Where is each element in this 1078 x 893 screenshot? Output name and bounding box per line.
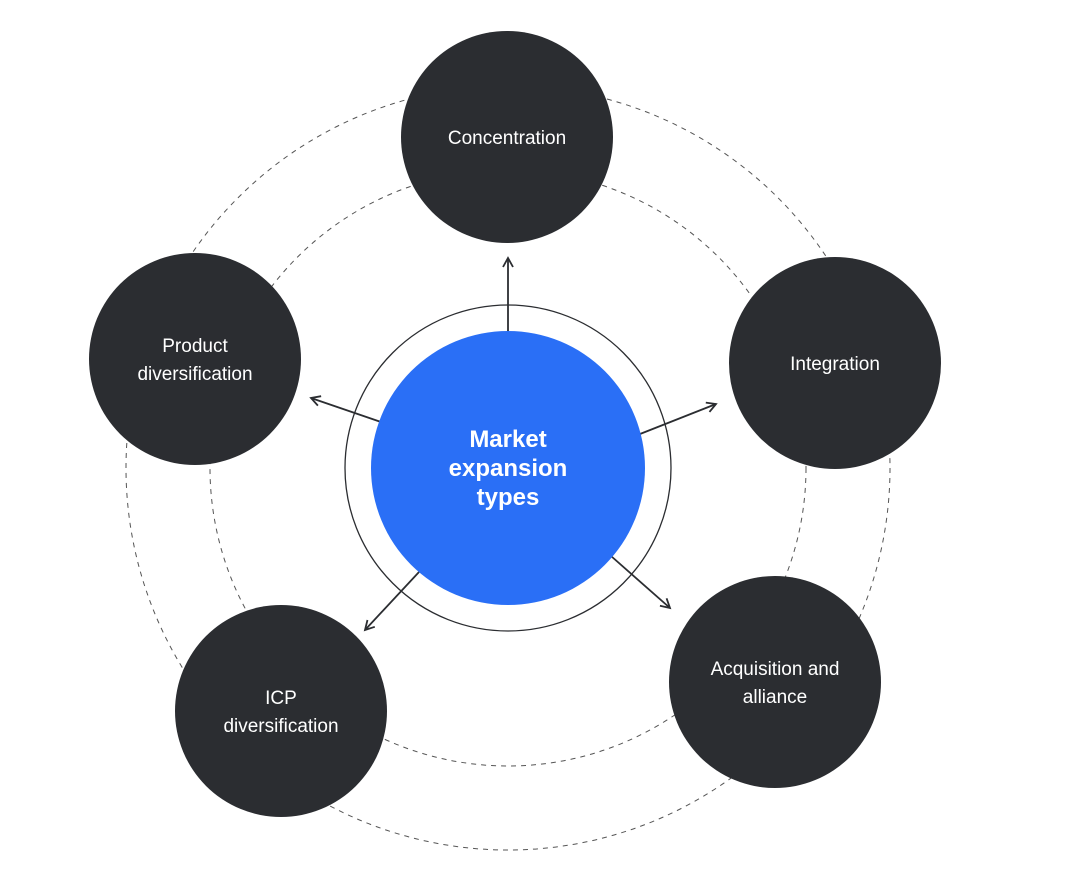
center-label-line: Market xyxy=(469,426,546,453)
center-label-line: types xyxy=(477,484,540,511)
node-label-line: Product xyxy=(162,336,228,357)
node-label-line: ICP xyxy=(265,688,297,709)
arrows xyxy=(309,256,718,632)
node-label: Acquisition and alliance xyxy=(711,659,840,708)
node-label-line: alliance xyxy=(743,687,807,708)
outer-dashed-ring xyxy=(125,85,891,851)
node-label-line: Acquisition and xyxy=(711,659,840,680)
node-circle xyxy=(175,605,387,817)
node-concentration: Concentration xyxy=(401,31,613,243)
node-label: Product diversification xyxy=(137,336,252,385)
node-label: Integration xyxy=(790,354,880,375)
node-label: Concentration xyxy=(448,128,566,149)
node-circle xyxy=(729,257,941,469)
node-acquisition-and-alliance: Acquisition and alliance xyxy=(669,576,881,788)
center-circle xyxy=(371,331,645,605)
node-label: ICP diversification xyxy=(223,688,338,737)
arrow-to-icp-diversification xyxy=(363,571,420,632)
arrow-to-acquisition-and-alliance xyxy=(610,555,672,610)
node-integration: Integration xyxy=(729,257,941,469)
arrow-to-integration xyxy=(639,401,718,435)
node-product-diversification: Product diversification xyxy=(89,253,301,465)
node-label-line: diversification xyxy=(223,716,338,737)
node-circle xyxy=(401,31,613,243)
node-circle xyxy=(89,253,301,465)
center-label-line: expansion xyxy=(449,455,568,482)
node-label-line: Concentration xyxy=(448,128,566,149)
arrow-to-product-diversification xyxy=(309,395,382,423)
node-label-line: diversification xyxy=(137,364,252,385)
node-icp-diversification: ICP diversification xyxy=(175,605,387,817)
node-circle xyxy=(669,576,881,788)
node-label-line: Integration xyxy=(790,354,880,375)
